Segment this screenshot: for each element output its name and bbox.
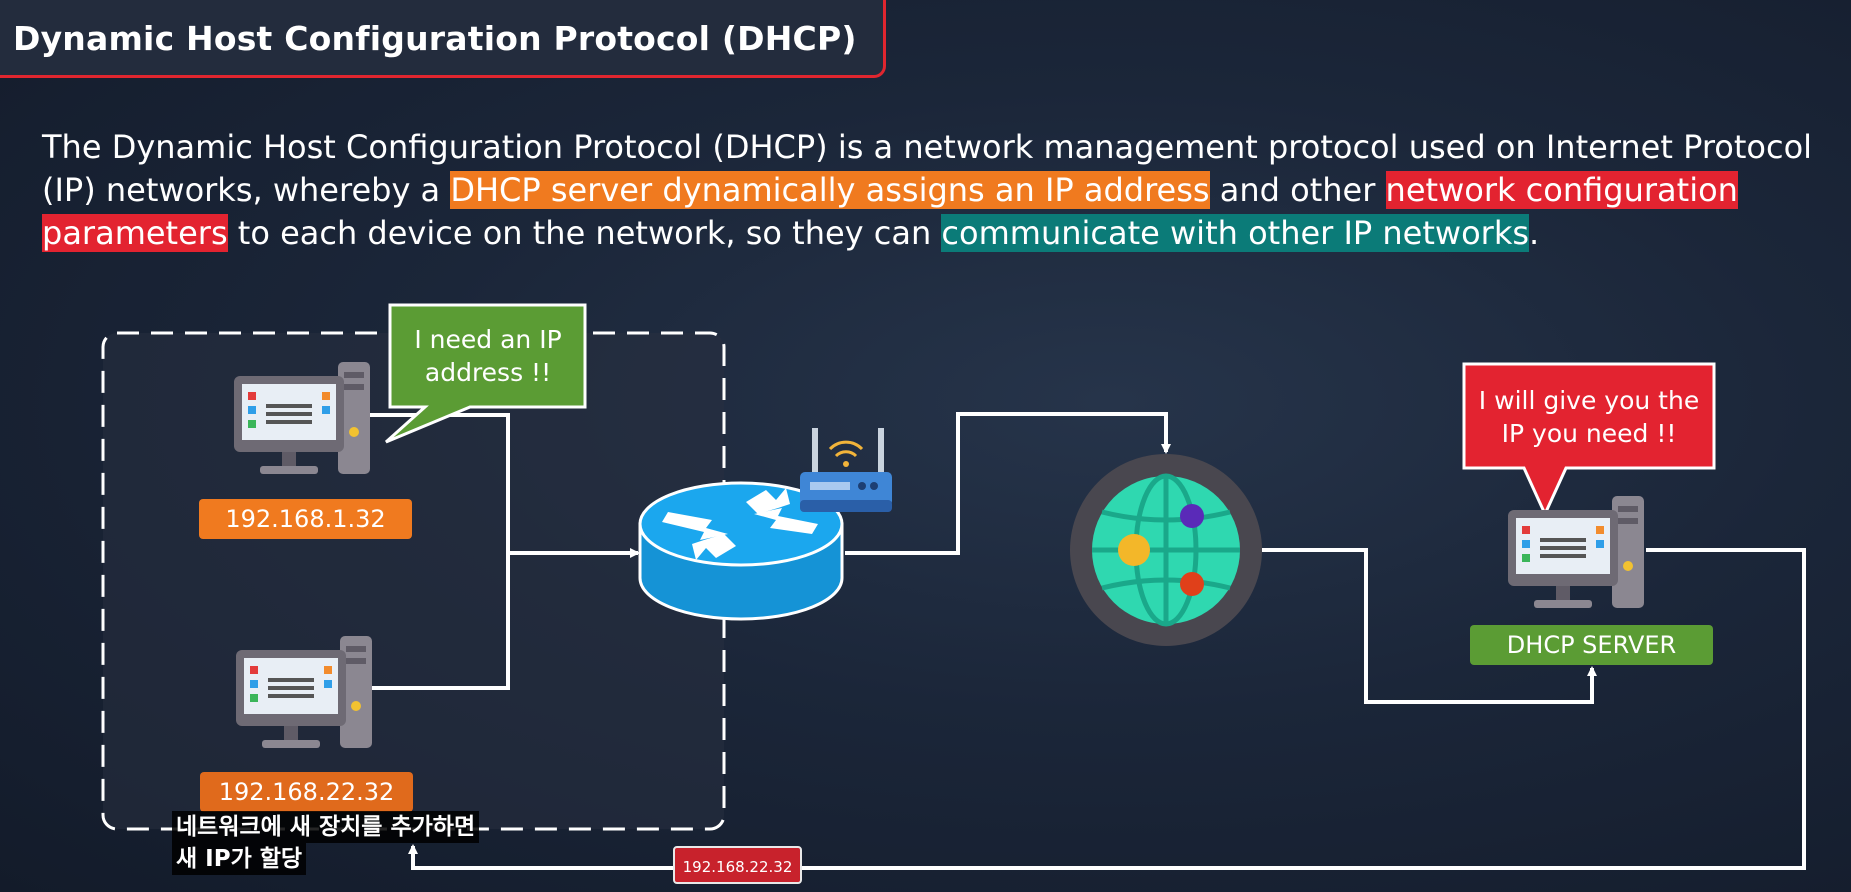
description-text-3: to each device on the network, so they c… [227,214,942,252]
computer-icon-server [1508,496,1644,608]
globe-icon [1070,454,1262,646]
router-icon [638,481,844,621]
line-globe-server [1262,548,1597,704]
video-subtitle: 네트워크에 새 장치를 추가하면 새 IP가 할당 [172,811,480,875]
description-paragraph: The Dynamic Host Configuration Protocol … [42,126,1842,255]
client1-ip-label: 192.168.1.32 [199,499,412,539]
computer-icon-client2 [236,636,372,748]
dhcp-server-label: DHCP SERVER [1470,625,1713,665]
server-speech-bubble [1462,362,1716,518]
subtitle-line2: 새 IP가 할당 [172,843,307,875]
server-bubble-line2: IP you need !! [1501,419,1677,448]
client-bubble-line2: address !! [424,358,552,387]
server-bubble-text: I will give you the IP you need !! [1466,384,1712,450]
wifi-router-icon [800,428,892,512]
client2-ip-label: 192.168.22.32 [200,772,413,812]
server-bubble-line1: I will give you the [1478,386,1700,415]
computer-icon-client1 [234,362,370,474]
description-text-4: . [1529,214,1540,252]
line-server-client2 [408,548,1806,870]
subtitle-line1: 네트워크에 새 장치를 추가하면 [172,811,480,843]
title-banner: Dynamic Host Configuration Protocol (DHC… [0,0,886,78]
page-title: Dynamic Host Configuration Protocol (DHC… [13,19,857,58]
client-bubble-text: I need an IP address !! [392,323,584,389]
client-speech-bubble [384,303,587,444]
highlight-communicate: communicate with other IP networks [941,214,1530,252]
client-bubble-line1: I need an IP [414,325,562,354]
line-router-globe [845,412,1171,555]
assigned-ip-label: 192.168.22.32 [673,846,802,884]
line-client2-router [372,553,510,690]
connection-lines [370,412,1806,870]
description-text-1: The Dynamic Host Configuration Protocol … [42,128,1813,209]
description-text-2: and other [1209,171,1386,209]
highlight-dhcp-server: DHCP server dynamically assigns an IP ad… [450,171,1210,209]
